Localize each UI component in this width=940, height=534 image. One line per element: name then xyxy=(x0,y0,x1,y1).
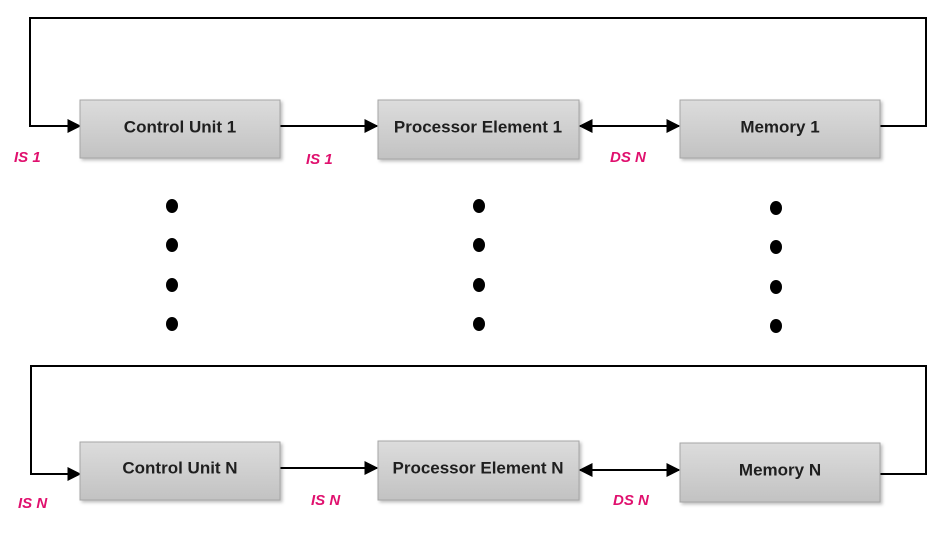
memory-n-box xyxy=(679,442,881,503)
processor-element-1-box xyxy=(377,99,580,160)
bottom-is-input-label: IS N xyxy=(18,495,48,512)
dots-column-processor-element xyxy=(473,199,485,331)
control-unit-n-box xyxy=(79,441,281,501)
processor-element-n-label: Processor Element N xyxy=(392,458,563,477)
processor-element-n-box xyxy=(377,440,580,501)
top-is-mid-label: IS 1 xyxy=(306,151,333,168)
control-unit-1-label: Control Unit 1 xyxy=(124,117,236,136)
control-unit-1-box xyxy=(79,99,281,159)
dots-column-memory xyxy=(770,201,782,333)
dots-column-control-unit xyxy=(166,199,178,331)
top-row: Control Unit 1 Processor Element 1 Memor… xyxy=(14,17,927,168)
top-feedback-loop-line xyxy=(29,17,927,133)
memory-n-label: Memory N xyxy=(739,460,821,479)
bottom-ds-label: DS N xyxy=(613,492,650,509)
top-is-input-label: IS 1 xyxy=(14,149,41,166)
memory-1-box xyxy=(679,99,881,159)
control-unit-n-label: Control Unit N xyxy=(122,458,237,477)
bottom-is-mid-label: IS N xyxy=(311,492,341,509)
bottom-feedback-loop-line xyxy=(30,365,927,481)
top-ds-label: DS N xyxy=(610,149,647,166)
processor-element-1-label: Processor Element 1 xyxy=(394,117,562,136)
memory-1-label: Memory 1 xyxy=(740,117,819,136)
ellipsis-dots xyxy=(166,199,782,333)
bottom-row: Control Unit N Processor Element N Memor… xyxy=(18,365,927,512)
